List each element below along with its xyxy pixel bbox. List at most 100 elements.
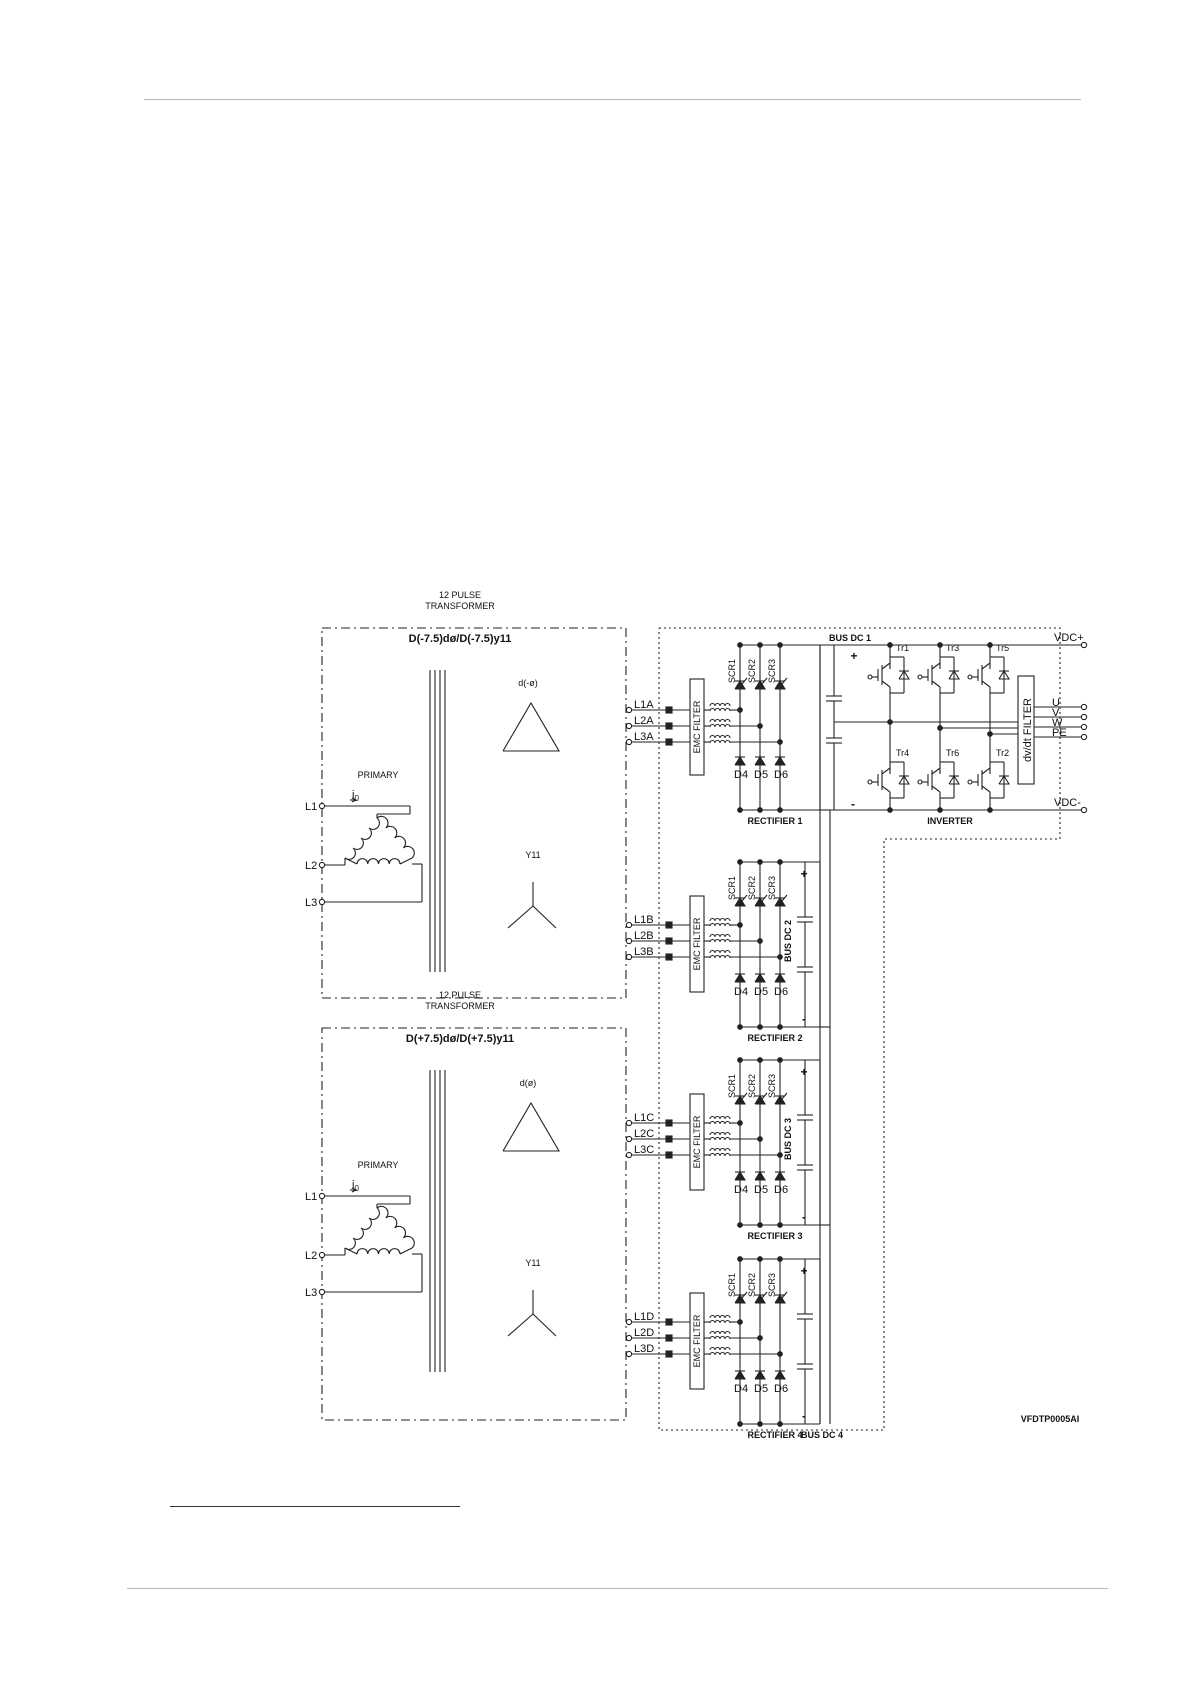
junction-dot [737,859,743,865]
diode-triangle [734,972,746,983]
igbt-tr3 [917,656,960,694]
current-arrow [351,797,358,803]
input-terminal [625,1119,633,1127]
emc-filter-box [689,1292,705,1390]
junction-dot [937,725,943,731]
igbt-label-tr3: Tr3 [946,643,959,653]
rectifier-input-l3d: L3D [634,1343,654,1355]
dvdt-filter-box [1017,675,1035,785]
igbt-emitter [931,785,941,793]
input-terminal [625,1151,633,1159]
line-choke [709,1131,731,1136]
secondary-wye-label: Y11 [525,1258,540,1268]
delta-winding-link [344,857,358,865]
junction-dot [757,938,763,944]
output-label-u: U [1052,697,1060,709]
igbt-emitter [881,785,891,793]
secondary-delta-label: d(-ø) [518,678,538,688]
drive-enclosure [658,627,1061,1431]
line-choke [709,1314,731,1319]
igbt-label-tr6: Tr6 [946,748,959,758]
diode-4 [734,972,746,983]
junction-dot [757,859,763,865]
primary-line-label-l1: L1 [305,801,317,813]
line-choke [709,954,731,959]
diode-triangle [734,1094,746,1105]
junction-dot [777,1057,783,1063]
scr-label-2: SCR2 [747,1273,757,1297]
scr-gate [761,1092,768,1100]
igbt-emitter [981,785,991,793]
input-terminal [625,921,633,929]
primary-terminal [318,861,326,869]
transformer-enclosure [321,627,627,999]
diode-label-5: D5 [754,986,768,998]
junction-dot [777,954,783,960]
primary-terminal [318,1288,326,1296]
igbt-emitter [881,680,891,688]
input-fuse [665,1151,673,1159]
diode-4 [734,755,746,766]
footnote-rule [170,1506,460,1507]
primary-line-label-l2: L2 [305,860,317,872]
junction-dot [757,642,763,648]
line-choke [709,949,731,954]
diode-label-6: D6 [774,986,788,998]
rectifier-title: RECTIFIER 1 [747,816,802,826]
scr-label-3: SCR3 [767,1074,777,1098]
diode-5 [754,972,766,983]
line-choke [709,702,731,707]
diode-triangle [774,1293,786,1304]
input-terminal [625,722,633,730]
emc-filter-label: EMC FILTER [692,700,702,753]
diode-triangle [774,679,786,690]
junction-dot [937,807,943,813]
scr-gate [761,1291,768,1299]
junction-dot [737,1222,743,1228]
emc-filter-label: EMC FILTER [692,917,702,970]
dc-bus-label: BUS DC 4 [801,1430,843,1440]
output-terminal [1080,703,1088,711]
transformer-heading: 12 PULSE [439,590,481,600]
scr-label-1: SCR1 [727,1273,737,1297]
rectifier-2 [625,859,821,1030]
diode-label-5: D5 [754,1383,768,1395]
primary-current-label: i0 [352,1179,359,1193]
delta-winding-coil [356,858,401,865]
scr-gate [741,1291,748,1299]
diode-label-4: D4 [734,769,748,781]
input-terminal [625,1334,633,1342]
diode-label-4: D4 [734,1184,748,1196]
diode-label-6: D6 [774,1184,788,1196]
junction-dot [757,1222,763,1228]
emc-filter-label: EMC FILTER [692,1115,702,1168]
scr-3 [774,1291,788,1304]
scr-label-3: SCR3 [767,659,777,683]
diode-triangle [734,755,746,766]
line-choke [709,1115,731,1120]
diode-5 [754,755,766,766]
rectifier-input-l2b: L2B [634,930,654,942]
line-choke [709,1120,731,1125]
diode-triangle [734,1170,746,1181]
junction-dot [757,1136,763,1142]
junction-dot [737,1421,743,1427]
diode-6 [774,755,786,766]
freewheel-diode [898,669,910,680]
rectifier-title: RECTIFIER 2 [747,1033,802,1043]
scr-label-2: SCR2 [747,1074,757,1098]
bus-plus-sign: + [850,649,857,663]
scr-label-2: SCR2 [747,876,757,900]
primary-line-label-l3: L3 [305,1287,317,1299]
input-terminal [625,1318,633,1326]
scr-gate [781,677,788,685]
line-choke [709,1335,731,1340]
bus-minus-sign: - [802,1210,806,1224]
vdc-plus-label: VDC+ [1054,632,1084,644]
junction-dot [757,1256,763,1262]
input-terminal [625,738,633,746]
scr-1 [734,1092,748,1105]
primary-line-label-l1: L1 [305,1191,317,1203]
junction-dot [777,1222,783,1228]
